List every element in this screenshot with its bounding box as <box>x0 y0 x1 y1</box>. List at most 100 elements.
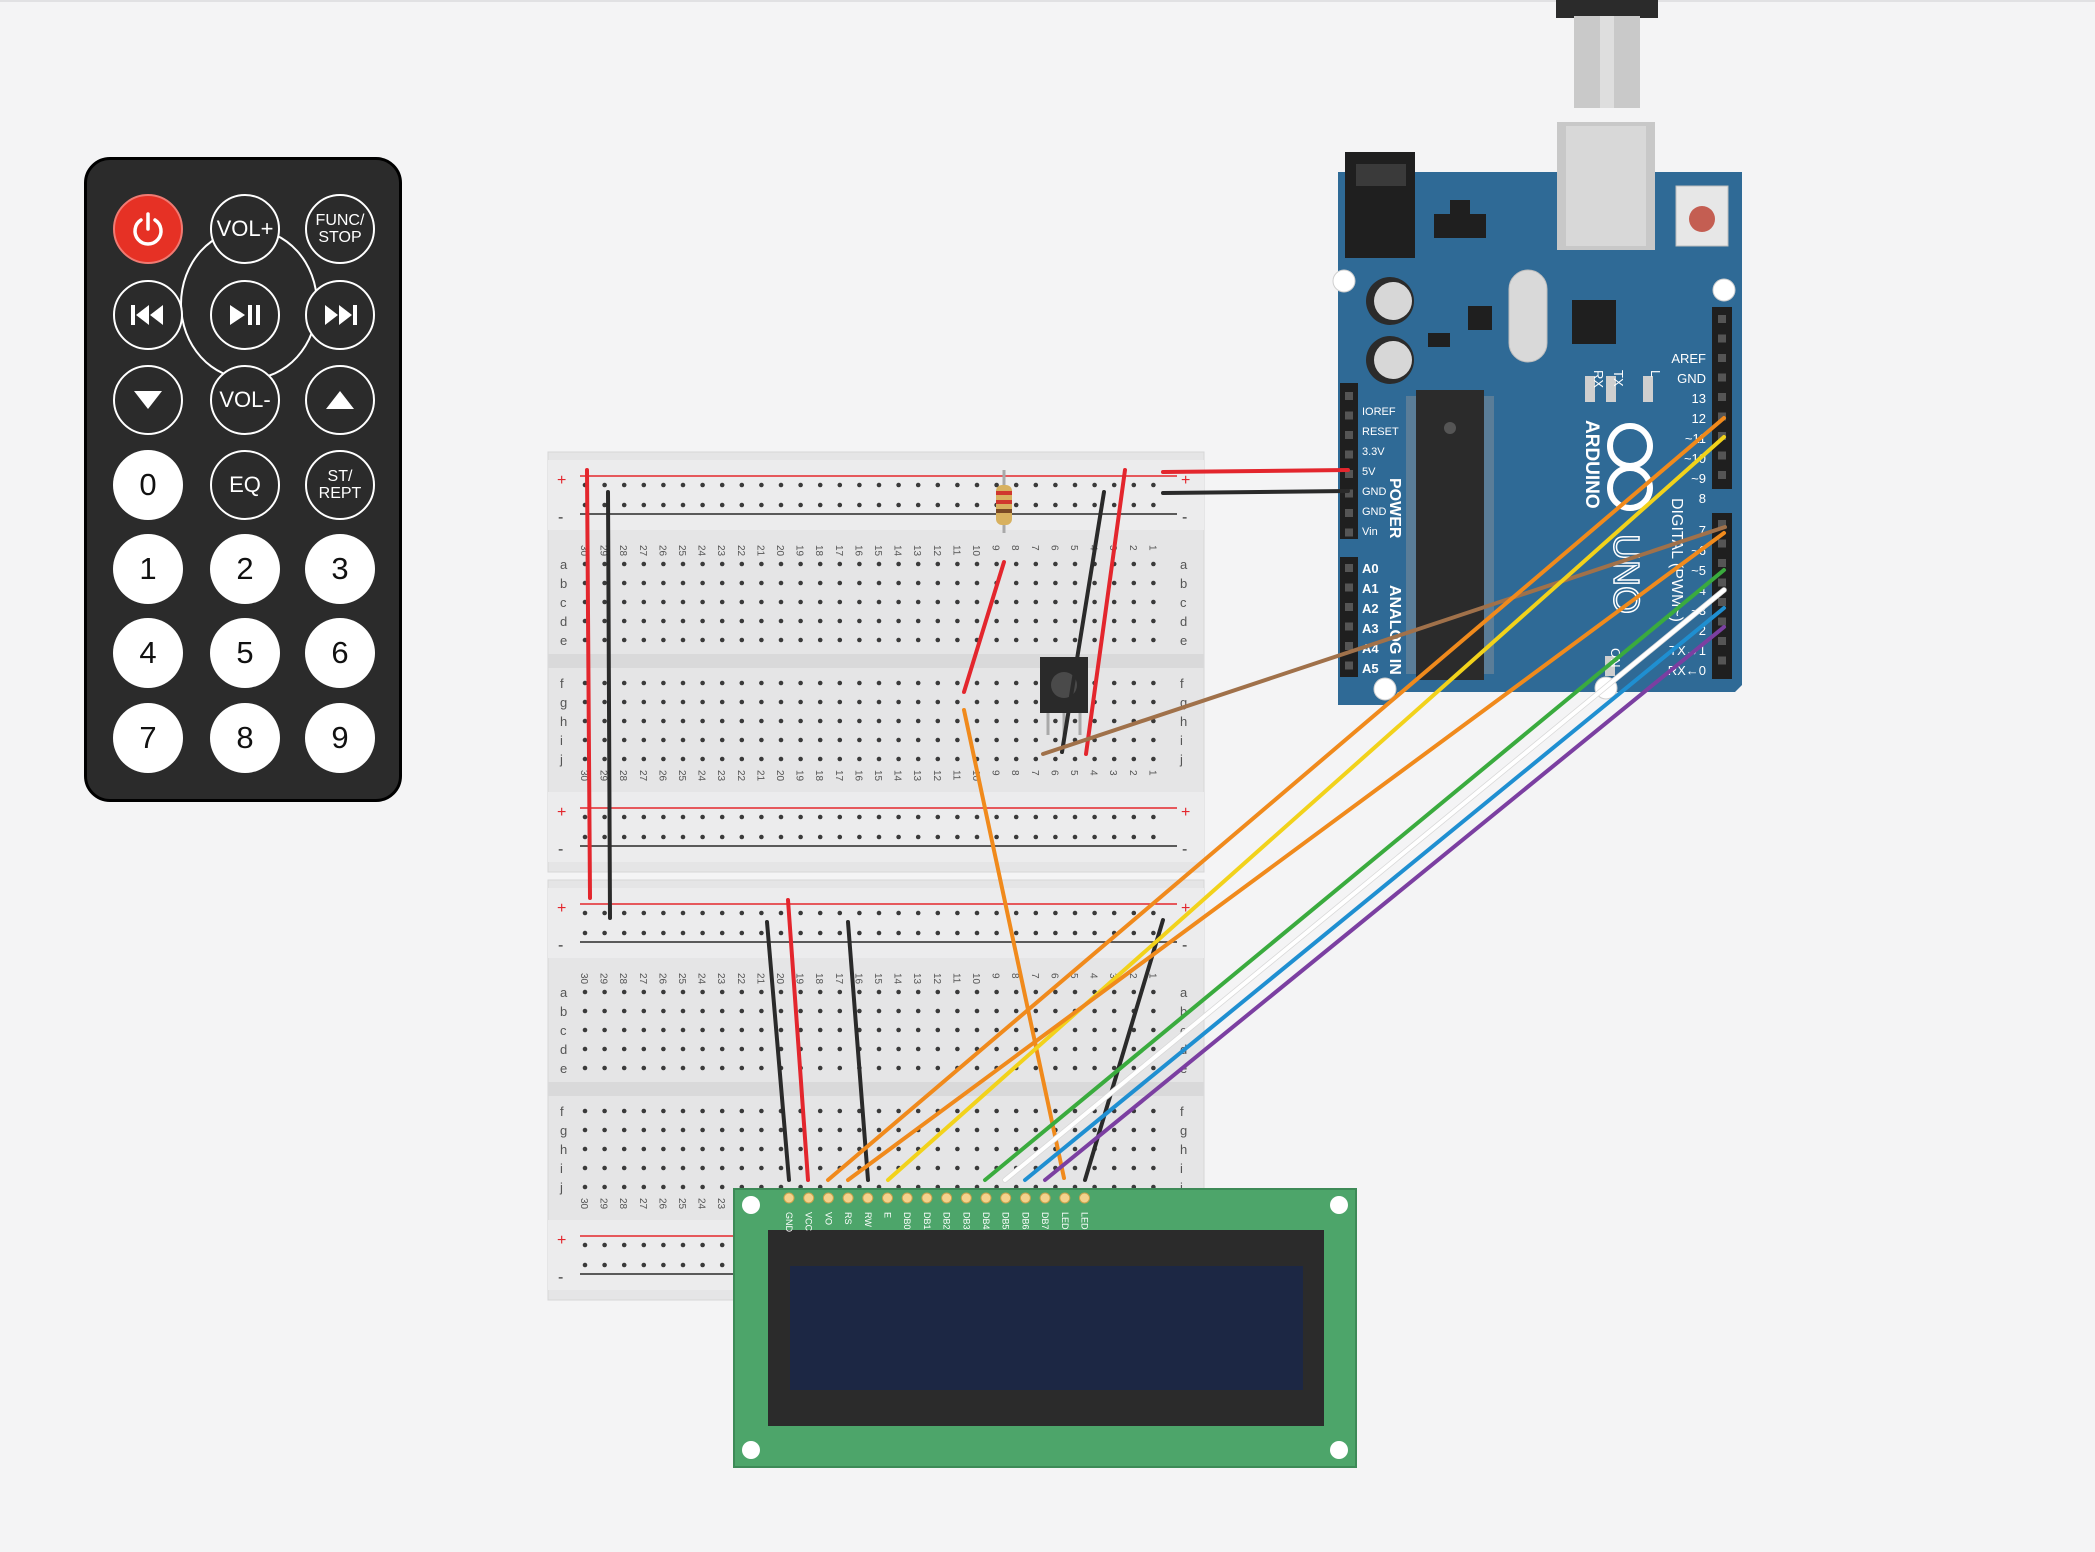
breadboard-hole[interactable] <box>915 599 921 605</box>
breadboard-hole[interactable] <box>1092 618 1097 624</box>
breadboard-hole[interactable] <box>759 737 764 743</box>
breadboard-hole[interactable] <box>974 599 980 605</box>
breadboard-hole[interactable] <box>896 1146 901 1152</box>
breadboard-hole[interactable] <box>602 561 607 567</box>
breadboard-hole[interactable] <box>817 1065 823 1071</box>
breadboard-hole[interactable] <box>778 718 784 724</box>
breadboard-hole[interactable] <box>915 1165 921 1171</box>
rail-hole[interactable] <box>1072 930 1078 936</box>
breadboard-hole[interactable] <box>974 1108 980 1114</box>
breadboard-hole[interactable] <box>1131 637 1137 643</box>
rail-hole[interactable] <box>955 482 960 488</box>
breadboard-hole[interactable] <box>661 718 666 724</box>
rail-hole[interactable] <box>1131 834 1137 840</box>
breadboard-hole[interactable] <box>778 1027 784 1033</box>
rail-hole[interactable] <box>661 1242 666 1248</box>
header-pin[interactable] <box>1718 373 1726 382</box>
lcd-pin[interactable] <box>822 1192 834 1204</box>
rail-hole[interactable] <box>1151 834 1156 840</box>
breadboard-hole[interactable] <box>778 1146 784 1152</box>
rail-hole[interactable] <box>1111 482 1117 488</box>
breadboard-hole[interactable] <box>1072 561 1078 567</box>
breadboard-hole[interactable] <box>817 1127 823 1133</box>
breadboard-hole[interactable] <box>1131 989 1137 995</box>
rail-hole[interactable] <box>759 834 764 840</box>
breadboard-hole[interactable] <box>641 580 647 586</box>
rail-hole[interactable] <box>1033 482 1039 488</box>
up-button[interactable] <box>305 365 375 435</box>
breadboard-hole[interactable] <box>582 637 588 643</box>
rail-hole[interactable] <box>798 834 803 840</box>
breadboard-hole[interactable] <box>1111 1008 1117 1014</box>
breadboard-hole[interactable] <box>876 718 882 724</box>
rail-hole[interactable] <box>641 482 647 488</box>
breadboard-hole[interactable] <box>994 680 999 686</box>
resistor[interactable] <box>996 470 1012 533</box>
rail-hole[interactable] <box>974 502 980 508</box>
breadboard-hole[interactable] <box>1151 1065 1156 1071</box>
rail-hole[interactable] <box>1013 482 1019 488</box>
rail-hole[interactable] <box>778 482 784 488</box>
breadboard-hole[interactable] <box>974 1027 980 1033</box>
breadboard-hole[interactable] <box>1111 1127 1117 1133</box>
digit-2-button[interactable]: 2 <box>210 534 280 604</box>
breadboard-hole[interactable] <box>955 699 960 705</box>
wire-gnd[interactable] <box>1161 489 1350 495</box>
rail-hole[interactable] <box>817 502 823 508</box>
breadboard-hole[interactable] <box>621 1108 627 1114</box>
breadboard-hole[interactable] <box>1072 1165 1078 1171</box>
breadboard-hole[interactable] <box>680 561 686 567</box>
breadboard-hole[interactable] <box>582 1108 588 1114</box>
breadboard-hole[interactable] <box>641 618 647 624</box>
breadboard-hole[interactable] <box>1151 737 1156 743</box>
ir-remote[interactable]: VOL+ FUNC/ STOP VOL- 0 EQ ST/ REPT 1 2 3… <box>84 157 402 802</box>
rail-hole[interactable] <box>641 502 647 508</box>
rail-hole[interactable] <box>817 910 823 916</box>
breadboard-hole[interactable] <box>641 1065 647 1071</box>
breadboard-hole[interactable] <box>817 1008 823 1014</box>
breadboard-hole[interactable] <box>621 718 627 724</box>
breadboard-hole[interactable] <box>798 1127 803 1133</box>
breadboard-hole[interactable] <box>1131 599 1137 605</box>
breadboard-hole[interactable] <box>817 561 823 567</box>
breadboard-hole[interactable] <box>837 561 843 567</box>
breadboard-hole[interactable] <box>739 680 745 686</box>
breadboard-hole[interactable] <box>680 637 686 643</box>
breadboard-hole[interactable] <box>739 699 745 705</box>
breadboard-hole[interactable] <box>1131 580 1137 586</box>
digit-9-button[interactable]: 9 <box>305 703 375 773</box>
breadboard-hole[interactable] <box>1151 1008 1156 1014</box>
breadboard-hole[interactable] <box>778 1165 784 1171</box>
breadboard-hole[interactable] <box>974 989 980 995</box>
rail-hole[interactable] <box>621 1242 627 1248</box>
breadboard-hole[interactable] <box>700 718 705 724</box>
breadboard-hole[interactable] <box>935 1008 941 1014</box>
header-pin[interactable] <box>1718 334 1726 343</box>
breadboard-hole[interactable] <box>602 1027 607 1033</box>
rail-hole[interactable] <box>602 1242 607 1248</box>
rail-hole[interactable] <box>778 502 784 508</box>
breadboard-hole[interactable] <box>798 618 803 624</box>
rail-hole[interactable] <box>700 834 705 840</box>
breadboard-hole[interactable] <box>759 1027 764 1033</box>
breadboard-hole[interactable] <box>837 680 843 686</box>
rail-hole[interactable] <box>700 482 705 488</box>
breadboard-hole[interactable] <box>857 618 862 624</box>
rail-hole[interactable] <box>602 834 607 840</box>
breadboard-hole[interactable] <box>739 1146 745 1152</box>
breadboard-hole[interactable] <box>661 989 666 995</box>
rail-hole[interactable] <box>1013 834 1019 840</box>
rail-hole[interactable] <box>837 482 843 488</box>
breadboard-hole[interactable] <box>974 1008 980 1014</box>
rail-hole[interactable] <box>661 814 666 820</box>
digit-6-button[interactable]: 6 <box>305 618 375 688</box>
breadboard-hole[interactable] <box>798 1027 803 1033</box>
breadboard-hole[interactable] <box>837 1046 843 1052</box>
breadboard-hole[interactable] <box>700 1108 705 1114</box>
breadboard-hole[interactable] <box>680 680 686 686</box>
breadboard-hole[interactable] <box>974 718 980 724</box>
header-pin[interactable] <box>1718 598 1726 606</box>
rail-hole[interactable] <box>641 834 647 840</box>
breadboard-hole[interactable] <box>700 1008 705 1014</box>
rail-hole[interactable] <box>739 930 745 936</box>
